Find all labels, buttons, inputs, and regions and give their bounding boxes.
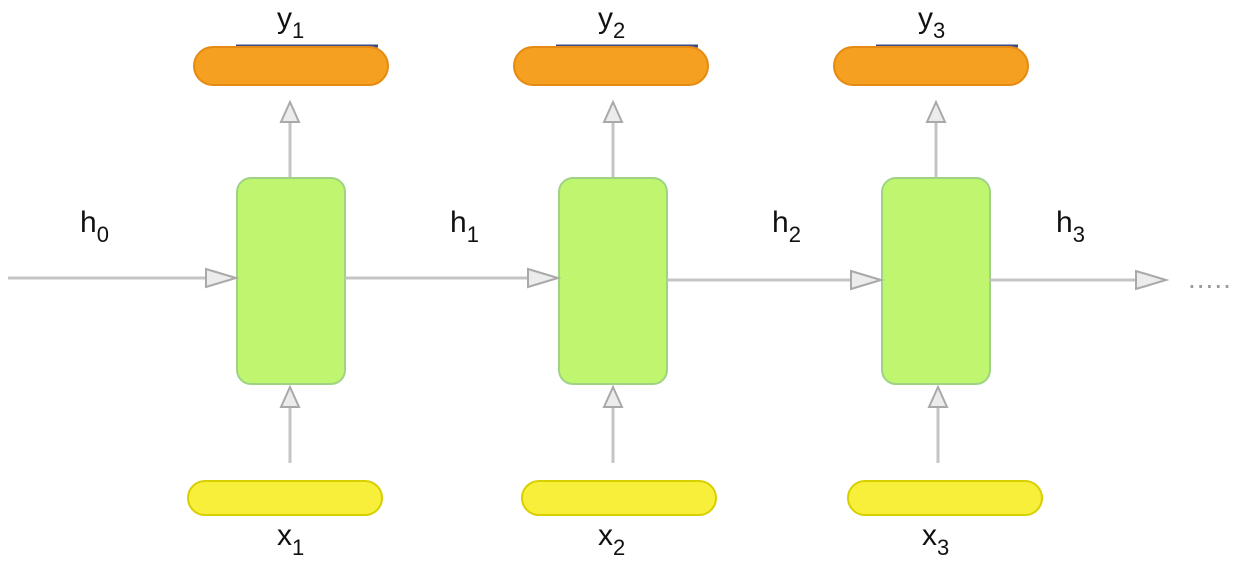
arrow-right-h1 bbox=[527, 267, 562, 289]
input-node-x1 bbox=[187, 480, 383, 516]
time-step-1: y1 x1 h1 bbox=[187, 2, 479, 560]
label-y3: y3 bbox=[918, 2, 945, 43]
rnn-cell-1 bbox=[236, 177, 346, 385]
arrow-right-h0 bbox=[205, 267, 240, 289]
arrow-up-input-2 bbox=[602, 384, 624, 408]
label-h3: h3 bbox=[1056, 206, 1085, 247]
label-y2: y2 bbox=[598, 2, 625, 43]
output-node-y2 bbox=[513, 46, 709, 86]
label-x2: x2 bbox=[598, 519, 625, 560]
rnn-cell-3 bbox=[881, 177, 991, 385]
time-step-2: y2 x2 h2 bbox=[513, 2, 801, 560]
label-x3: x3 bbox=[922, 519, 949, 560]
arrow-up-input-3 bbox=[927, 384, 949, 408]
continuation-dots: ..... bbox=[1188, 263, 1232, 294]
label-h0: h0 bbox=[80, 206, 109, 247]
rnn-cell-2 bbox=[558, 177, 668, 385]
label-x1: x1 bbox=[277, 519, 304, 560]
arrow-up-output-1 bbox=[279, 99, 301, 123]
input-node-x2 bbox=[521, 480, 717, 516]
arrow-up-input-1 bbox=[279, 384, 301, 408]
arrow-up-output-3 bbox=[925, 99, 947, 123]
time-step-3: y3 x3 h3 bbox=[833, 2, 1085, 560]
label-h2: h2 bbox=[772, 206, 801, 247]
output-node-y3 bbox=[833, 46, 1029, 86]
label-y1: y1 bbox=[277, 2, 304, 43]
label-h1: h1 bbox=[450, 206, 479, 247]
arrow-right-h2 bbox=[850, 269, 885, 291]
arrow-right-h3 bbox=[1135, 269, 1170, 291]
input-node-x3 bbox=[847, 480, 1043, 516]
arrow-up-output-2 bbox=[602, 99, 624, 123]
output-node-y1 bbox=[193, 46, 389, 86]
